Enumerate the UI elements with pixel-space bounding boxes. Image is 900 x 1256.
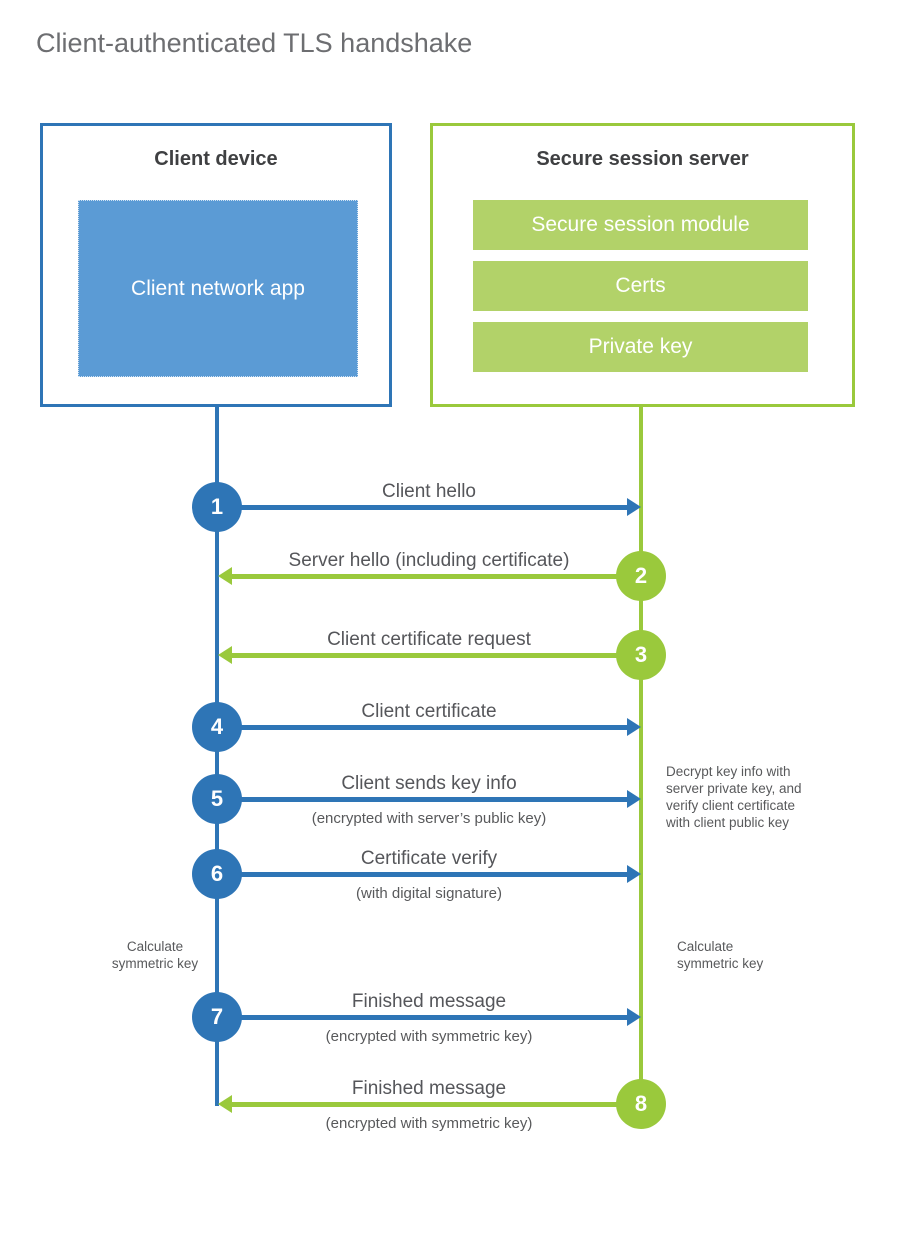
- step-6-row: Certificate verify (with digital signatu…: [0, 848, 900, 902]
- step-5-sublabel: (encrypted with server’s public key): [311, 810, 547, 827]
- step-8-arrow-line: [232, 1102, 641, 1107]
- step-3-label: Client certificate request: [327, 629, 531, 650]
- arrow-left-icon: [218, 567, 232, 585]
- arrow-left-icon: [218, 1095, 232, 1113]
- arrow-right-icon: [627, 865, 641, 883]
- step-1-label: Client hello: [382, 481, 476, 502]
- step-2-arrow-line: [232, 574, 641, 579]
- step-1-row: Client hello 1: [0, 481, 900, 532]
- step-3-row: Client certificate request 3: [0, 629, 900, 680]
- step-1-badge: 1: [192, 482, 242, 532]
- step-2-row: Server hello (including certificate) 2: [0, 550, 900, 601]
- client-lifeline: [215, 407, 219, 1106]
- step-5-row: Client sends key info (encrypted with se…: [0, 773, 900, 827]
- step-5-label: Client sends key info: [341, 773, 517, 794]
- step-4-label: Client certificate: [361, 701, 497, 722]
- step-8-badge: 8: [616, 1079, 666, 1129]
- step-8-sublabel: (encrypted with symmetric key): [325, 1115, 533, 1132]
- step-6-label: Certificate verify: [360, 848, 498, 869]
- secure-session-server-title: Secure session server: [536, 148, 749, 170]
- step-6-sublabel: (with digital signature): [356, 885, 502, 902]
- page-title: Client-authenticated TLS handshake: [36, 28, 473, 58]
- decrypt-key-note: Decrypt key info with server private key…: [666, 764, 802, 830]
- arrow-right-icon: [627, 718, 641, 736]
- step-7-sublabel: (encrypted with symmetric key): [325, 1028, 533, 1045]
- step-6-arrow-line: [217, 872, 627, 877]
- arrow-left-icon: [218, 646, 232, 664]
- secure-session-server-box: Secure session server Secure session mod…: [430, 123, 855, 407]
- step-7-label: Finished message: [351, 991, 507, 1012]
- step-3-badge: 3: [616, 630, 666, 680]
- step-1-arrow-line: [217, 505, 627, 510]
- step-4-arrow-line: [217, 725, 627, 730]
- server-module-certs: Certs: [473, 261, 808, 311]
- calculate-symmetric-key-note-server: Calculate symmetric key: [677, 939, 764, 971]
- step-4-badge: 4: [192, 702, 242, 752]
- step-8-row: Finished message (encrypted with symmetr…: [0, 1078, 900, 1132]
- client-network-app-box: Client network app: [78, 200, 358, 377]
- arrow-right-icon: [627, 790, 641, 808]
- step-5-arrow-line: [217, 797, 627, 802]
- step-7-arrow-line: [217, 1015, 627, 1020]
- calculate-symmetric-key-note-client: Calculate symmetric key: [111, 939, 199, 971]
- arrow-right-icon: [627, 1008, 641, 1026]
- step-2-badge: 2: [616, 551, 666, 601]
- step-8-label: Finished message: [351, 1078, 507, 1099]
- server-module-private-key: Private key: [473, 322, 808, 372]
- step-2-label: Server hello (including certificate): [288, 550, 570, 571]
- step-7-row: Finished message (encrypted with symmetr…: [0, 991, 900, 1045]
- arrow-right-icon: [627, 498, 641, 516]
- step-7-badge: 7: [192, 992, 242, 1042]
- step-4-row: Client certificate 4: [0, 701, 900, 752]
- step-5-badge: 5: [192, 774, 242, 824]
- step-6-badge: 6: [192, 849, 242, 899]
- step-3-arrow-line: [232, 653, 641, 658]
- server-lifeline: [639, 407, 643, 1104]
- server-module-secure-session: Secure session module: [473, 200, 808, 250]
- client-device-title: Client device: [154, 148, 278, 170]
- client-network-app-label: Client network app: [131, 277, 305, 300]
- client-device-box: Client device Client network app: [40, 123, 392, 407]
